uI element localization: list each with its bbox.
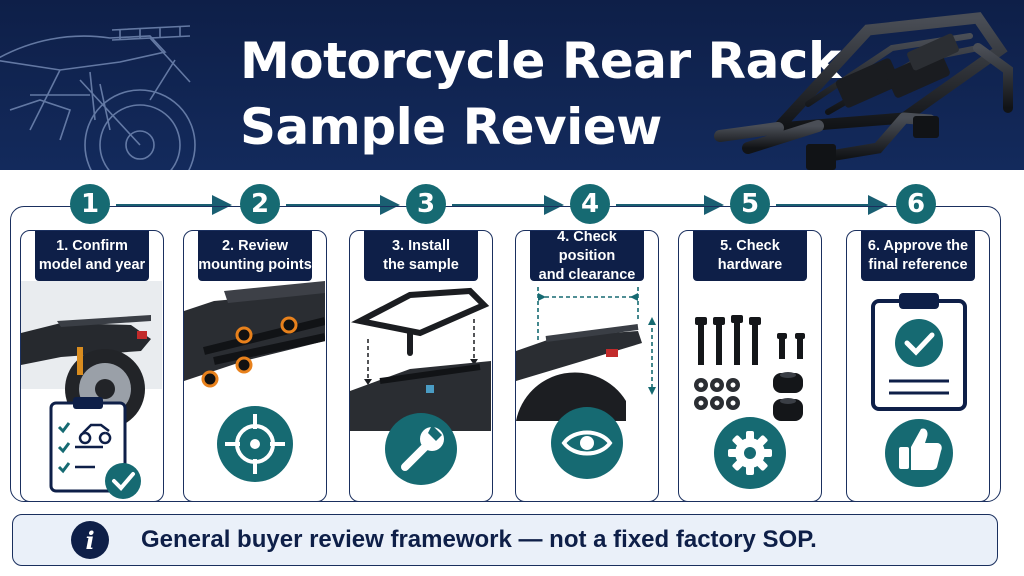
step-label-4-line-1: 4. Check position xyxy=(557,230,617,264)
step-number-2: 2 xyxy=(240,184,280,224)
step-card-5: 5. Check hardware xyxy=(678,230,822,502)
step-number-4: 4 xyxy=(570,184,610,224)
disclaimer-note: i General buyer review framework — not a… xyxy=(12,514,998,566)
step-label-4-line-2: and clearance xyxy=(538,266,636,283)
step-label-5: 5. Check hardware xyxy=(693,231,807,281)
step-number-5: 5 xyxy=(730,184,770,224)
eye-icon xyxy=(551,407,623,479)
step-1-artwork xyxy=(21,281,162,499)
rear-rack-product-image xyxy=(714,12,1013,170)
step-label-3-line-2: the sample xyxy=(383,257,459,273)
thumbs-up-icon xyxy=(885,419,953,487)
step-label-3: 3. Install the sample xyxy=(364,231,478,281)
page-title-line-2: Sample Review xyxy=(240,98,662,156)
step-3-artwork xyxy=(350,281,491,485)
clipboard-checklist-icon xyxy=(49,397,141,499)
step-label-5-line-2: hardware xyxy=(717,257,783,273)
step-card-4: 4. Check position and clearance xyxy=(515,230,659,502)
step-label-6: 6. Approve the final reference xyxy=(861,231,975,281)
info-icon: i xyxy=(71,521,109,559)
step-6-artwork xyxy=(871,293,967,487)
step-number-3: 3 xyxy=(406,184,446,224)
step-label-2: 2. Review mounting points xyxy=(198,231,312,281)
step-4-artwork xyxy=(516,281,657,479)
step-label-1: 1. Confirm model and year xyxy=(35,231,149,281)
step-card-3: 3. Install the sample xyxy=(349,230,493,502)
mounting-point-markers xyxy=(201,316,298,388)
step-label-2-line-2: mounting points xyxy=(198,257,312,273)
step-card-6: 6. Approve the final reference xyxy=(846,230,990,502)
step-2-artwork xyxy=(184,281,325,482)
step-card-1: 1. Confirm model and year xyxy=(20,230,164,502)
wrench-icon xyxy=(385,413,457,485)
step-label-4: 4. Check position and clearance xyxy=(530,230,644,283)
approved-clipboard-icon xyxy=(871,293,967,411)
step-card-2: 2. Review mounting points xyxy=(183,230,327,502)
header-banner: Motorcycle Rear Rack Sample Review xyxy=(0,0,1024,170)
step-label-6-line-1: 6. Approve the xyxy=(867,238,969,254)
step-label-2-line-1: 2. Review xyxy=(221,238,289,254)
steps-panel-frame xyxy=(10,206,1001,502)
step-label-6-line-2: final reference xyxy=(868,257,968,273)
motorcycle-outline-illustration xyxy=(0,25,196,170)
page-title-line-1: Motorcycle Rear Rack xyxy=(240,32,841,90)
step-flow-arrows xyxy=(116,195,888,215)
rear-shock xyxy=(77,347,83,375)
spacer-set xyxy=(773,372,803,421)
step-5-artwork xyxy=(694,315,805,489)
step-label-5-line-1: 5. Check xyxy=(720,238,780,254)
crosshair-target-icon xyxy=(217,406,293,482)
step-number-1: 1 xyxy=(70,184,110,224)
gear-icon xyxy=(714,417,786,489)
step-number-6: 6 xyxy=(896,184,936,224)
step-label-1-line-2: model and year xyxy=(38,257,146,273)
step-label-1-line-1: 1. Confirm xyxy=(56,238,128,254)
disclaimer-text: General buyer review framework — not a f… xyxy=(141,526,817,553)
step-label-3-line-1: 3. Install xyxy=(391,238,451,254)
bolt-set xyxy=(695,315,805,365)
